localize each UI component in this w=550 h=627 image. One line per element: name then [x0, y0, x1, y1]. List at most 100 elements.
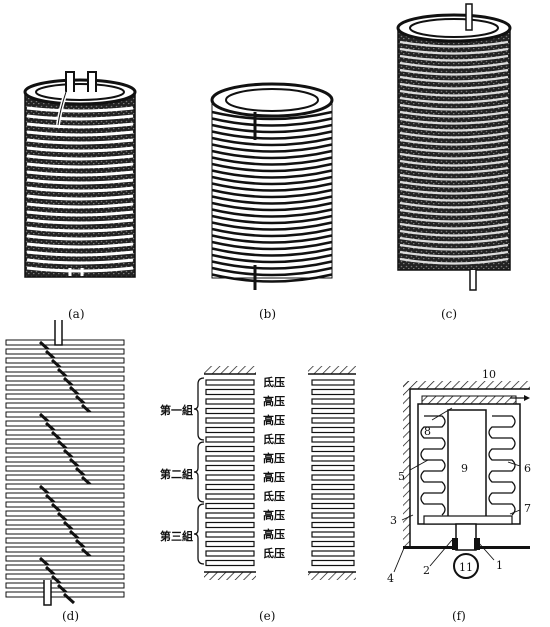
pressure-labels: 氐压 高压 高压 氐压 高压 高压 氐压 高压 高压 氐压: [263, 375, 285, 560]
disc-section: [311, 388, 355, 396]
winding-a-turn: [26, 146, 134, 153]
group-brace: [193, 503, 205, 565]
winding-c-turn: [399, 61, 509, 69]
winding-b-turn: [211, 214, 333, 225]
disc-section: [205, 493, 255, 500]
conductor-strand: [5, 573, 125, 580]
winding-c-turns: [399, 40, 509, 265]
winding-b-turn: [211, 201, 333, 212]
disc-section: [205, 474, 255, 481]
winding-c-turn: [399, 236, 509, 244]
pressure-label: 氐压: [263, 489, 285, 503]
pressure-label: 高压: [263, 470, 285, 484]
disc-section: [311, 540, 355, 548]
group-brace: [193, 441, 205, 503]
winding-a-turn: [26, 218, 134, 225]
winding-b-turn: [211, 162, 333, 173]
disc-section: [205, 521, 255, 529]
winding-e-discs: [205, 379, 355, 567]
conductor-strand: [5, 384, 125, 391]
pressure-label: 氐压: [263, 375, 285, 389]
part-number-7: 7: [524, 502, 531, 515]
part-number-2: 2: [423, 564, 430, 577]
disc-section: [205, 502, 255, 510]
disc-section: [205, 550, 255, 557]
conductor-strand: [5, 402, 125, 409]
pressure-label: 高压: [263, 451, 285, 465]
part-number-4: 4: [387, 572, 394, 585]
disc-section: [311, 550, 355, 557]
winding-e: 第一組 第二組 第三組 氐压 高压 高压 氐压 高压 高压 氐压 高压 高压 氐…: [160, 366, 356, 580]
winding-a-turn: [26, 130, 134, 137]
winding-c-turn: [399, 131, 509, 139]
winding-b-turn: [211, 143, 333, 153]
winding-c-turn: [399, 257, 509, 265]
winding-c-turn: [399, 201, 509, 209]
winding-c-turn: [399, 138, 509, 146]
disc-section: [311, 464, 355, 472]
winding-a-turn: [26, 234, 134, 241]
group-label-1: 第一組: [160, 403, 193, 417]
disc-section: [205, 398, 255, 405]
caption-e: (e): [259, 609, 275, 623]
winding-b-turn: [211, 117, 333, 127]
conductor-strand: [5, 483, 125, 490]
conductor-strand: [5, 411, 125, 418]
pressure-label: 氐压: [263, 546, 285, 560]
disc-section: [311, 379, 355, 386]
transposition-crossover: [62, 592, 76, 605]
winding-c-turn: [399, 194, 509, 202]
group-brace: [193, 377, 205, 441]
disc-section: [311, 436, 355, 443]
part-number-3: 3: [390, 514, 397, 527]
winding-c-turn: [399, 47, 509, 55]
winding-b-turn: [211, 169, 333, 179]
conductor-strand: [5, 357, 125, 364]
winding-a-turn: [26, 186, 134, 193]
winding-a-turn: [26, 170, 134, 177]
disc-section: [311, 474, 355, 481]
caption-d: (d): [62, 609, 79, 623]
conductor-strand: [5, 348, 125, 355]
winding-b-turn: [211, 130, 333, 140]
winding-c-turn: [399, 180, 509, 188]
winding-c-turn: [399, 159, 509, 167]
disc-section: [311, 493, 355, 500]
part-number-8: 8: [424, 425, 431, 438]
winding-a-turn: [26, 138, 134, 145]
disc-section: [205, 559, 255, 567]
pressure-label: 高压: [263, 413, 285, 427]
winding-c-turn: [399, 124, 509, 132]
disc-section: [205, 483, 255, 491]
winding-c-turn: [399, 208, 509, 216]
disc-section: [205, 388, 255, 396]
winding-c-turn: [399, 89, 509, 97]
winding-a-turn: [26, 266, 134, 273]
winding-c-turn: [399, 173, 509, 181]
pressure-label: 高压: [263, 527, 285, 541]
winding-b-turn: [211, 247, 333, 257]
winding-c-turn: [399, 145, 509, 153]
disc-section: [311, 531, 355, 538]
conductor-strand: [5, 420, 125, 427]
part-number-5: 5: [398, 470, 405, 483]
disc-section: [205, 531, 255, 538]
conductor-strand: [5, 429, 125, 436]
conductor-strand: [5, 555, 125, 562]
winding-a-turn: [26, 114, 134, 121]
part-number-10: 10: [482, 368, 496, 381]
winding-c-turn: [399, 187, 509, 195]
winding-b-turn: [211, 234, 333, 244]
caption-c: (c): [441, 307, 457, 321]
winding-b-turn: [211, 136, 333, 147]
winding-b-turn: [211, 123, 333, 134]
disc-section: [311, 559, 355, 567]
disc-section: [205, 455, 255, 462]
disc-section: [311, 502, 355, 510]
winding-c-turn: [399, 222, 509, 230]
conductor-strand: [5, 474, 125, 481]
disc-section: [205, 540, 255, 548]
part-number-11: 11: [459, 561, 473, 574]
conductor-strand: [5, 492, 125, 499]
winding-e-group-braces: [193, 377, 205, 565]
